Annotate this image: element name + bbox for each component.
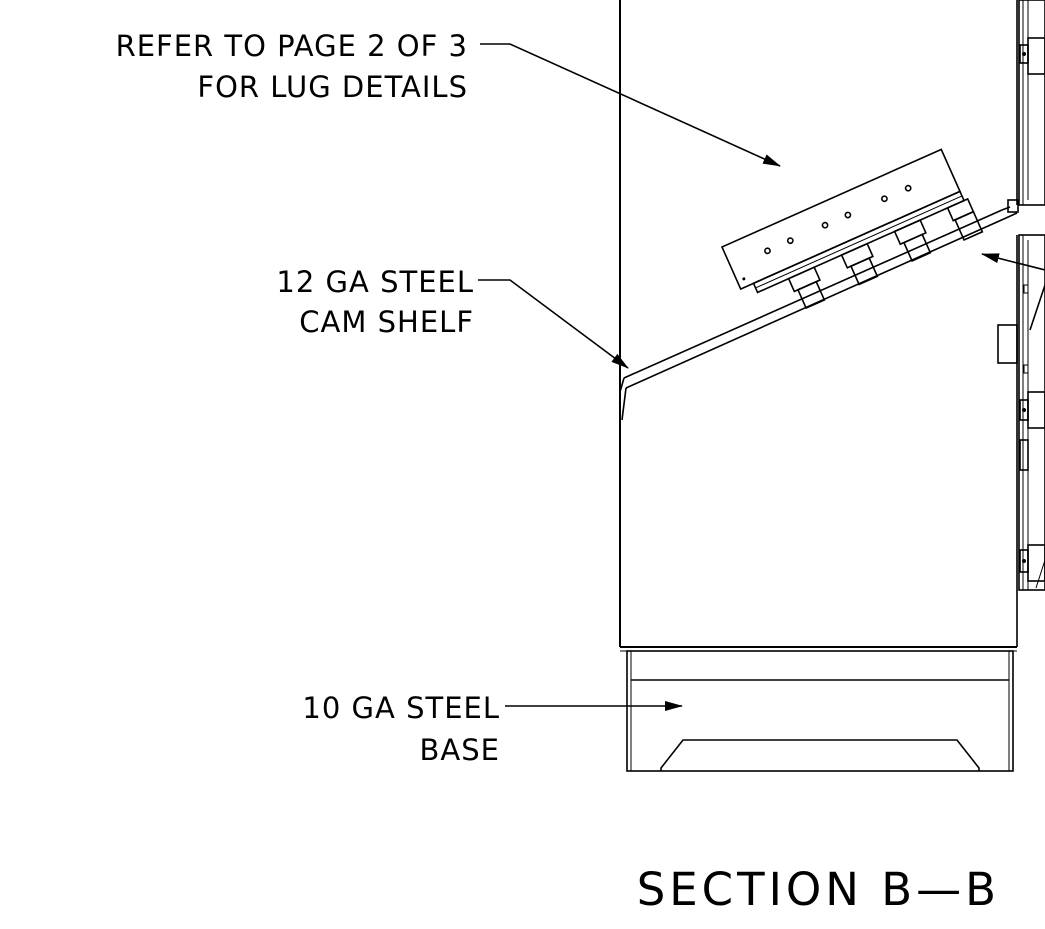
lug-callout-line1: REFER TO PAGE 2 OF 3 xyxy=(116,29,468,63)
callout-shelf: 12 GA STEEL CAM SHELF xyxy=(276,265,474,339)
base-callout-line2: BASE xyxy=(420,733,500,767)
section-title: SECTION B—B xyxy=(637,863,1000,916)
shelf-callout-line2: CAM SHELF xyxy=(299,305,474,339)
lug-leader-arrow xyxy=(480,43,781,167)
steel-base xyxy=(626,650,1014,772)
leader-lines xyxy=(478,43,1045,711)
enclosure-body xyxy=(619,0,1018,652)
callout-lug: REFER TO PAGE 2 OF 3 FOR LUG DETAILS xyxy=(116,29,468,104)
cam-shelf xyxy=(619,199,1019,421)
lug-bushings xyxy=(787,197,984,310)
base-callout-line1: 10 GA STEEL xyxy=(302,691,500,725)
bushing-leader-arrow xyxy=(981,253,1045,271)
lug-callout-line2: FOR LUG DETAILS xyxy=(197,70,468,104)
cam-switch-box xyxy=(720,148,984,310)
shelf-leader-arrow xyxy=(478,279,629,369)
callout-base: 10 GA STEEL BASE xyxy=(302,691,500,767)
enclosure-door xyxy=(997,0,1045,591)
shelf-callout-line1: 12 GA STEEL xyxy=(276,265,474,299)
